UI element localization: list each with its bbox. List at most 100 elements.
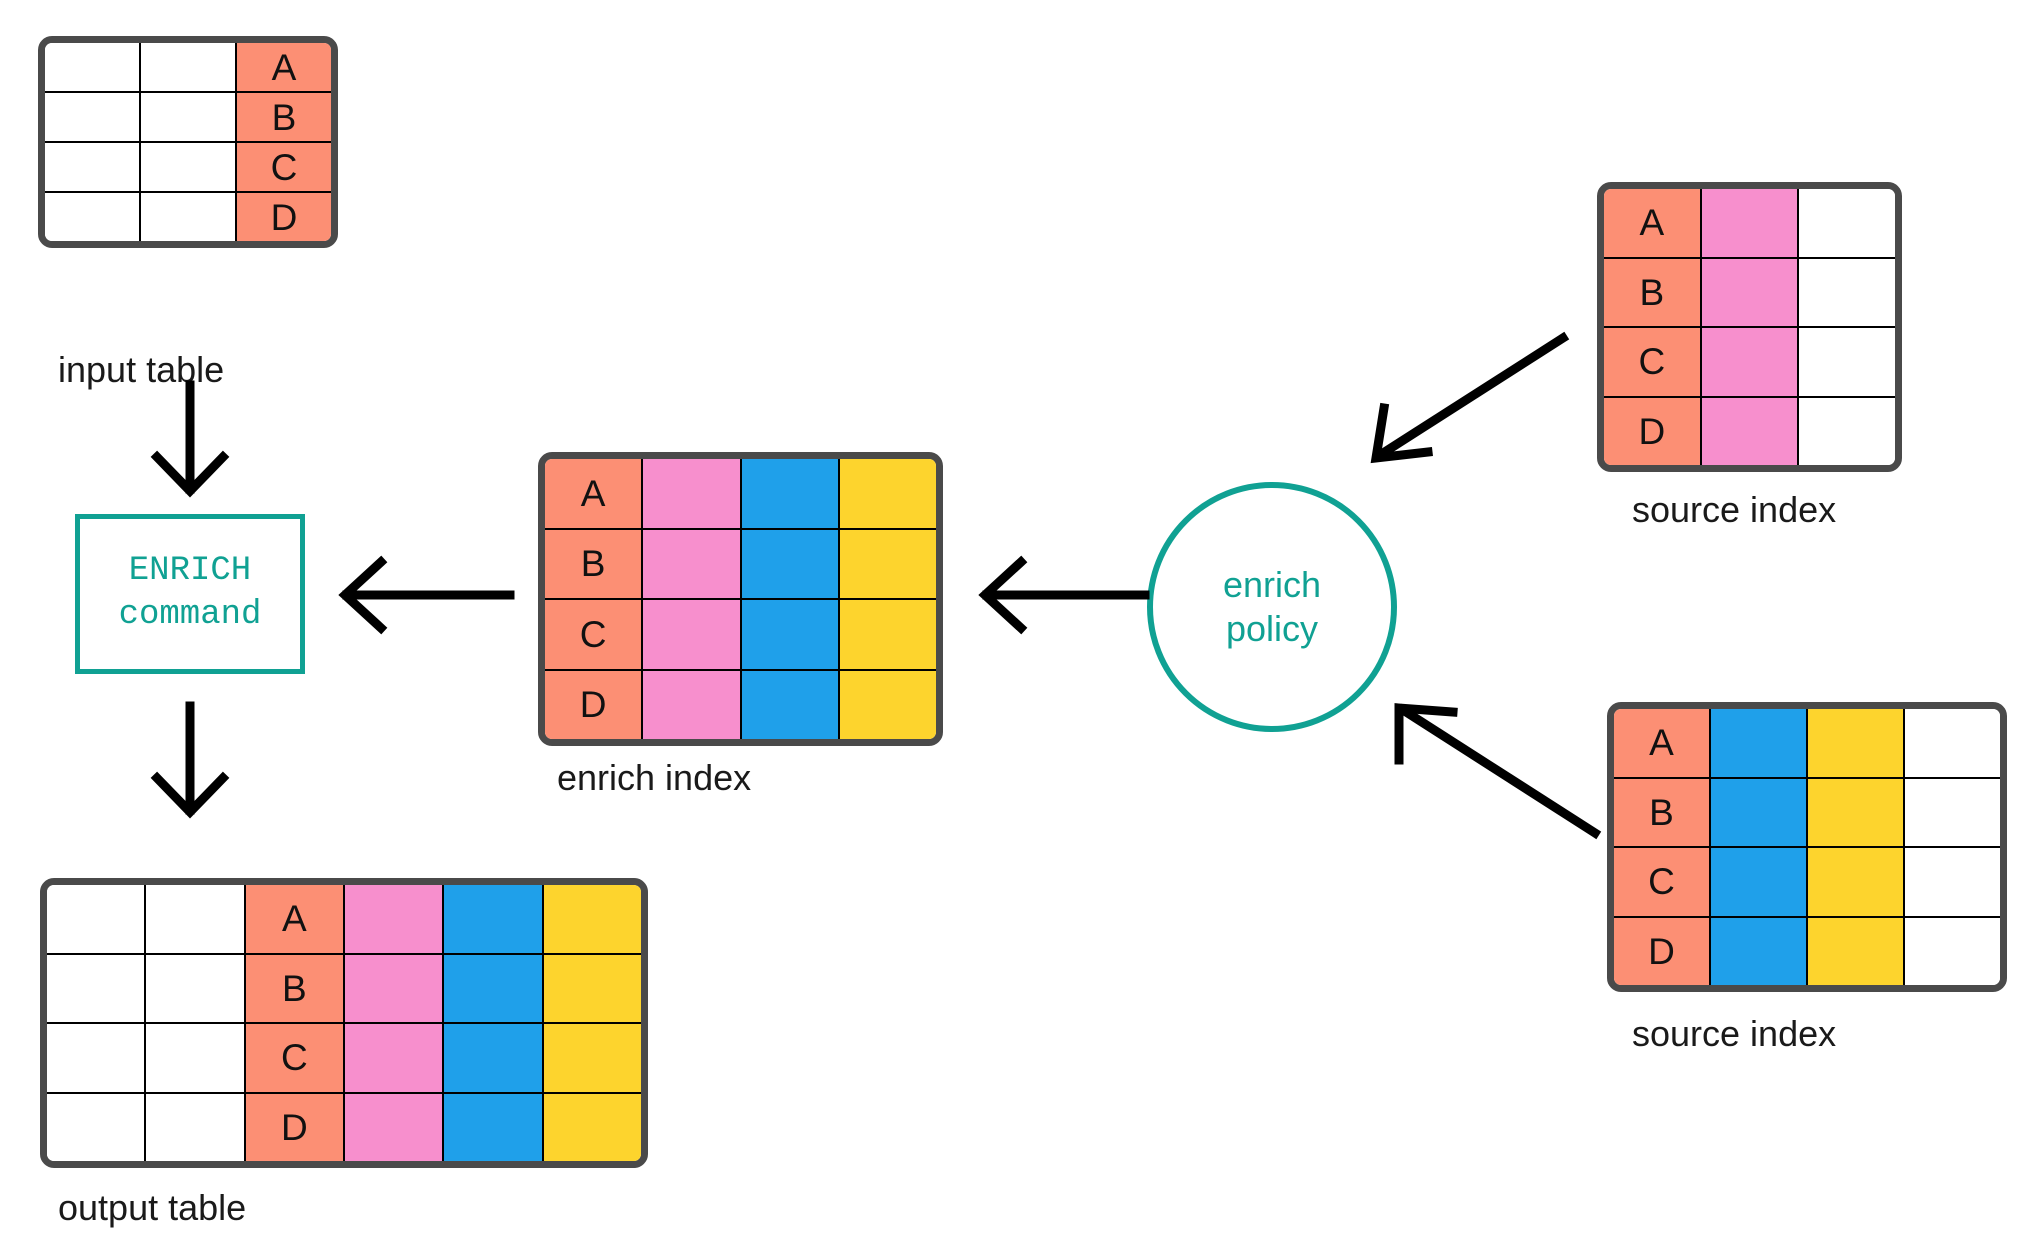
table-row: A <box>45 43 331 93</box>
table-cell <box>141 193 237 241</box>
table-cell-key: A <box>545 459 644 528</box>
table-cell-key: C <box>545 600 644 669</box>
table-cell <box>1701 397 1800 465</box>
table-cell <box>146 954 246 1022</box>
table-row: C <box>1604 328 1895 398</box>
table-cell <box>1701 189 1800 257</box>
table-cell <box>1799 328 1895 396</box>
enrich-command-line-2: command <box>118 596 262 634</box>
table-cell-key: A <box>237 43 331 91</box>
table-row: D <box>45 193 331 241</box>
table-row: A <box>1614 709 2000 779</box>
table-cell <box>47 1024 147 1092</box>
arrow-enrich-index-to-command <box>338 555 515 635</box>
table-row: B <box>47 954 641 1024</box>
table-cell-key: A <box>245 885 345 953</box>
table-cell <box>1701 328 1800 396</box>
table-cell-key: C <box>237 143 331 191</box>
table-cell <box>146 1024 246 1092</box>
table-cell <box>444 954 544 1022</box>
table-cell <box>45 93 141 141</box>
table-cell <box>1808 917 1905 985</box>
table-cell <box>45 43 141 91</box>
table-cell-key: D <box>237 193 331 241</box>
table-cell-key: D <box>1614 917 1711 985</box>
table-cell-key: A <box>1614 709 1711 777</box>
table-row: D <box>545 670 936 739</box>
arrow-source-top-to-policy <box>1370 331 1570 464</box>
table-cell-key: B <box>1604 258 1702 326</box>
table-cell <box>643 670 742 739</box>
source-index-bottom-caption: source index <box>1632 1013 1837 1054</box>
table-cell-key: C <box>1604 328 1702 396</box>
enrich-command-line-1: ENRICH <box>128 552 252 591</box>
table-row: B <box>545 529 936 600</box>
table-cell <box>543 954 641 1022</box>
table-cell <box>741 600 840 669</box>
table-cell <box>344 1093 445 1161</box>
table-cell-key: C <box>1614 848 1711 916</box>
arrow-input-to-command <box>150 380 230 498</box>
table-row: C <box>45 143 331 193</box>
table-cell <box>146 885 246 953</box>
table-cell <box>1799 397 1895 465</box>
table-cell <box>839 600 936 669</box>
table-row: D <box>1614 917 2000 985</box>
table-cell <box>444 1024 544 1092</box>
table-cell <box>344 885 445 953</box>
output-table-caption: output table <box>58 1187 247 1228</box>
table-cell-key: D <box>245 1093 345 1161</box>
table-row: A <box>47 885 641 955</box>
table-cell-key: D <box>545 670 644 739</box>
enrich-index-caption: enrich index <box>557 757 752 798</box>
table-cell <box>839 459 936 528</box>
table-cell <box>1711 709 1808 777</box>
table-cell <box>1799 258 1895 326</box>
table-cell <box>1799 189 1895 257</box>
table-row: D <box>1604 397 1895 465</box>
table-cell <box>444 885 544 953</box>
table-cell <box>1905 917 2000 985</box>
table-cell <box>643 529 742 598</box>
table-cell-key: B <box>1614 778 1711 846</box>
table-cell <box>839 529 936 598</box>
table-cell <box>1808 778 1905 846</box>
table-cell <box>643 600 742 669</box>
table-cell <box>543 1024 641 1092</box>
table-cell <box>543 885 641 953</box>
table-row: B <box>45 93 331 143</box>
table-row: C <box>545 600 936 671</box>
table-cell <box>45 193 141 241</box>
table-cell <box>47 954 147 1022</box>
enrich-policy-line-1: enrich <box>1222 564 1322 606</box>
enrich-policy-circle[interactable]: enrich policy <box>1147 482 1397 732</box>
table-cell <box>344 1024 445 1092</box>
table-cell <box>47 1093 147 1161</box>
table-cell <box>141 43 237 91</box>
input-table-caption: input table <box>58 349 225 390</box>
enrich-command-box[interactable]: ENRICH command <box>75 514 305 674</box>
arrow-source-bottom-to-policy <box>1394 703 1602 840</box>
table-cell <box>1711 917 1808 985</box>
table-cell <box>344 954 445 1022</box>
arrow-policy-to-enrich-index <box>978 555 1150 635</box>
table-cell <box>146 1093 246 1161</box>
table-cell <box>1711 778 1808 846</box>
table-cell-key: A <box>1604 189 1702 257</box>
table-cell-key: C <box>245 1024 345 1092</box>
table-cell <box>1905 778 2000 846</box>
table-cell <box>1711 848 1808 916</box>
enrich-policy-line-2: policy <box>1225 608 1319 649</box>
table-row: B <box>1604 258 1895 328</box>
table-cell-key: B <box>237 93 331 141</box>
table-cell <box>47 885 147 953</box>
table-row: B <box>1614 778 2000 848</box>
table-cell <box>141 143 237 191</box>
table-cell <box>1905 848 2000 916</box>
table-row: D <box>47 1093 641 1161</box>
table-cell <box>1808 709 1905 777</box>
table-cell-key: B <box>245 954 345 1022</box>
